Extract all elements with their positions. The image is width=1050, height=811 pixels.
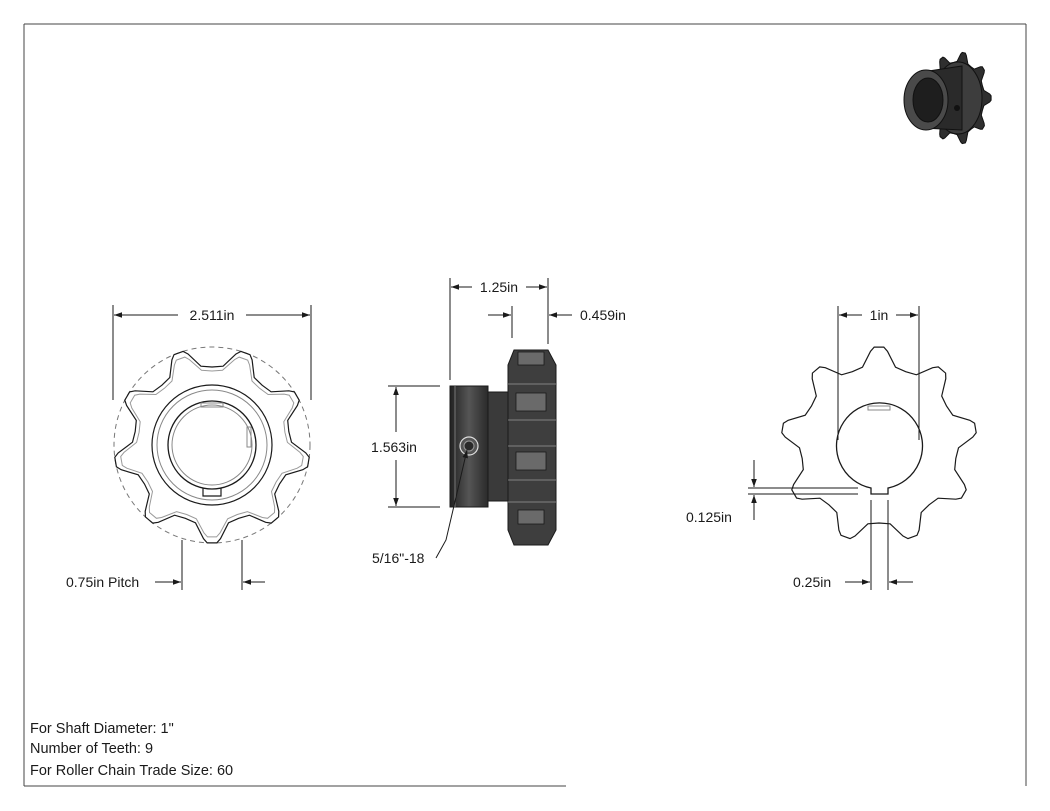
dim-outer-diameter-label: 2.511in bbox=[190, 307, 235, 323]
dim-keyway-depth bbox=[748, 460, 858, 520]
dim-keyway-width bbox=[845, 500, 913, 590]
bore-edge bbox=[171, 404, 253, 486]
pitch-circle bbox=[113, 346, 311, 544]
sprocket-outline bbox=[114, 350, 310, 544]
hub-shoulder bbox=[487, 391, 511, 502]
dim-pitch bbox=[155, 540, 265, 590]
spec-shaft-diameter: For Shaft Diameter: 1" bbox=[30, 721, 174, 737]
front-view: 2.511in 0.75in Pitch bbox=[66, 305, 312, 590]
dim-pitch-label: 0.75in Pitch bbox=[66, 574, 139, 590]
keyway bbox=[202, 488, 222, 497]
bore bbox=[167, 400, 257, 490]
spec-chain-size: For Roller Chain Trade Size: 60 bbox=[30, 763, 233, 779]
hub-circle bbox=[151, 384, 273, 506]
spec-block: For Shaft Diameter: 1" Number of Teeth: … bbox=[30, 721, 233, 779]
bore-with-keyway bbox=[835, 402, 924, 495]
set-screw-flat-back bbox=[867, 405, 891, 411]
dim-tooth-width-label: 0.459in bbox=[580, 307, 626, 323]
dim-keyway-depth-label: 0.125in bbox=[686, 509, 732, 525]
set-screw-label: 5/16"-18 bbox=[372, 550, 425, 566]
dim-bore bbox=[837, 306, 920, 440]
sheet-border bbox=[23, 23, 1027, 787]
spec-number-of-teeth: Number of Teeth: 9 bbox=[30, 741, 153, 757]
dim-hub-diameter bbox=[388, 385, 440, 508]
dim-bore-label: 1in bbox=[870, 307, 889, 323]
set-screw-leader bbox=[435, 449, 468, 559]
dim-tooth-width bbox=[488, 306, 572, 338]
set-screw-flat bbox=[200, 402, 224, 408]
sprocket-3d-icon bbox=[903, 51, 992, 145]
tooth-plate-edges bbox=[508, 383, 556, 503]
dim-outer-diameter bbox=[112, 305, 312, 400]
sprocket-outline-back bbox=[781, 346, 977, 540]
set-screw-socket bbox=[463, 440, 475, 452]
side-view: 1.25in 0.459in 1.563in 5/16"-18 bbox=[371, 278, 626, 566]
back-view: 1in 0.125in 0.25in bbox=[686, 306, 977, 590]
dim-overall-length-label: 1.25in bbox=[480, 279, 518, 295]
tooth-plate-facets bbox=[515, 351, 547, 525]
tooth-root-shading bbox=[120, 356, 304, 538]
dim-hub-diameter-label: 1.563in bbox=[371, 439, 417, 455]
set-screw-flat-right bbox=[246, 426, 252, 448]
dim-keyway-width-label: 0.25in bbox=[793, 574, 831, 590]
hub-circle-inner bbox=[156, 389, 268, 501]
